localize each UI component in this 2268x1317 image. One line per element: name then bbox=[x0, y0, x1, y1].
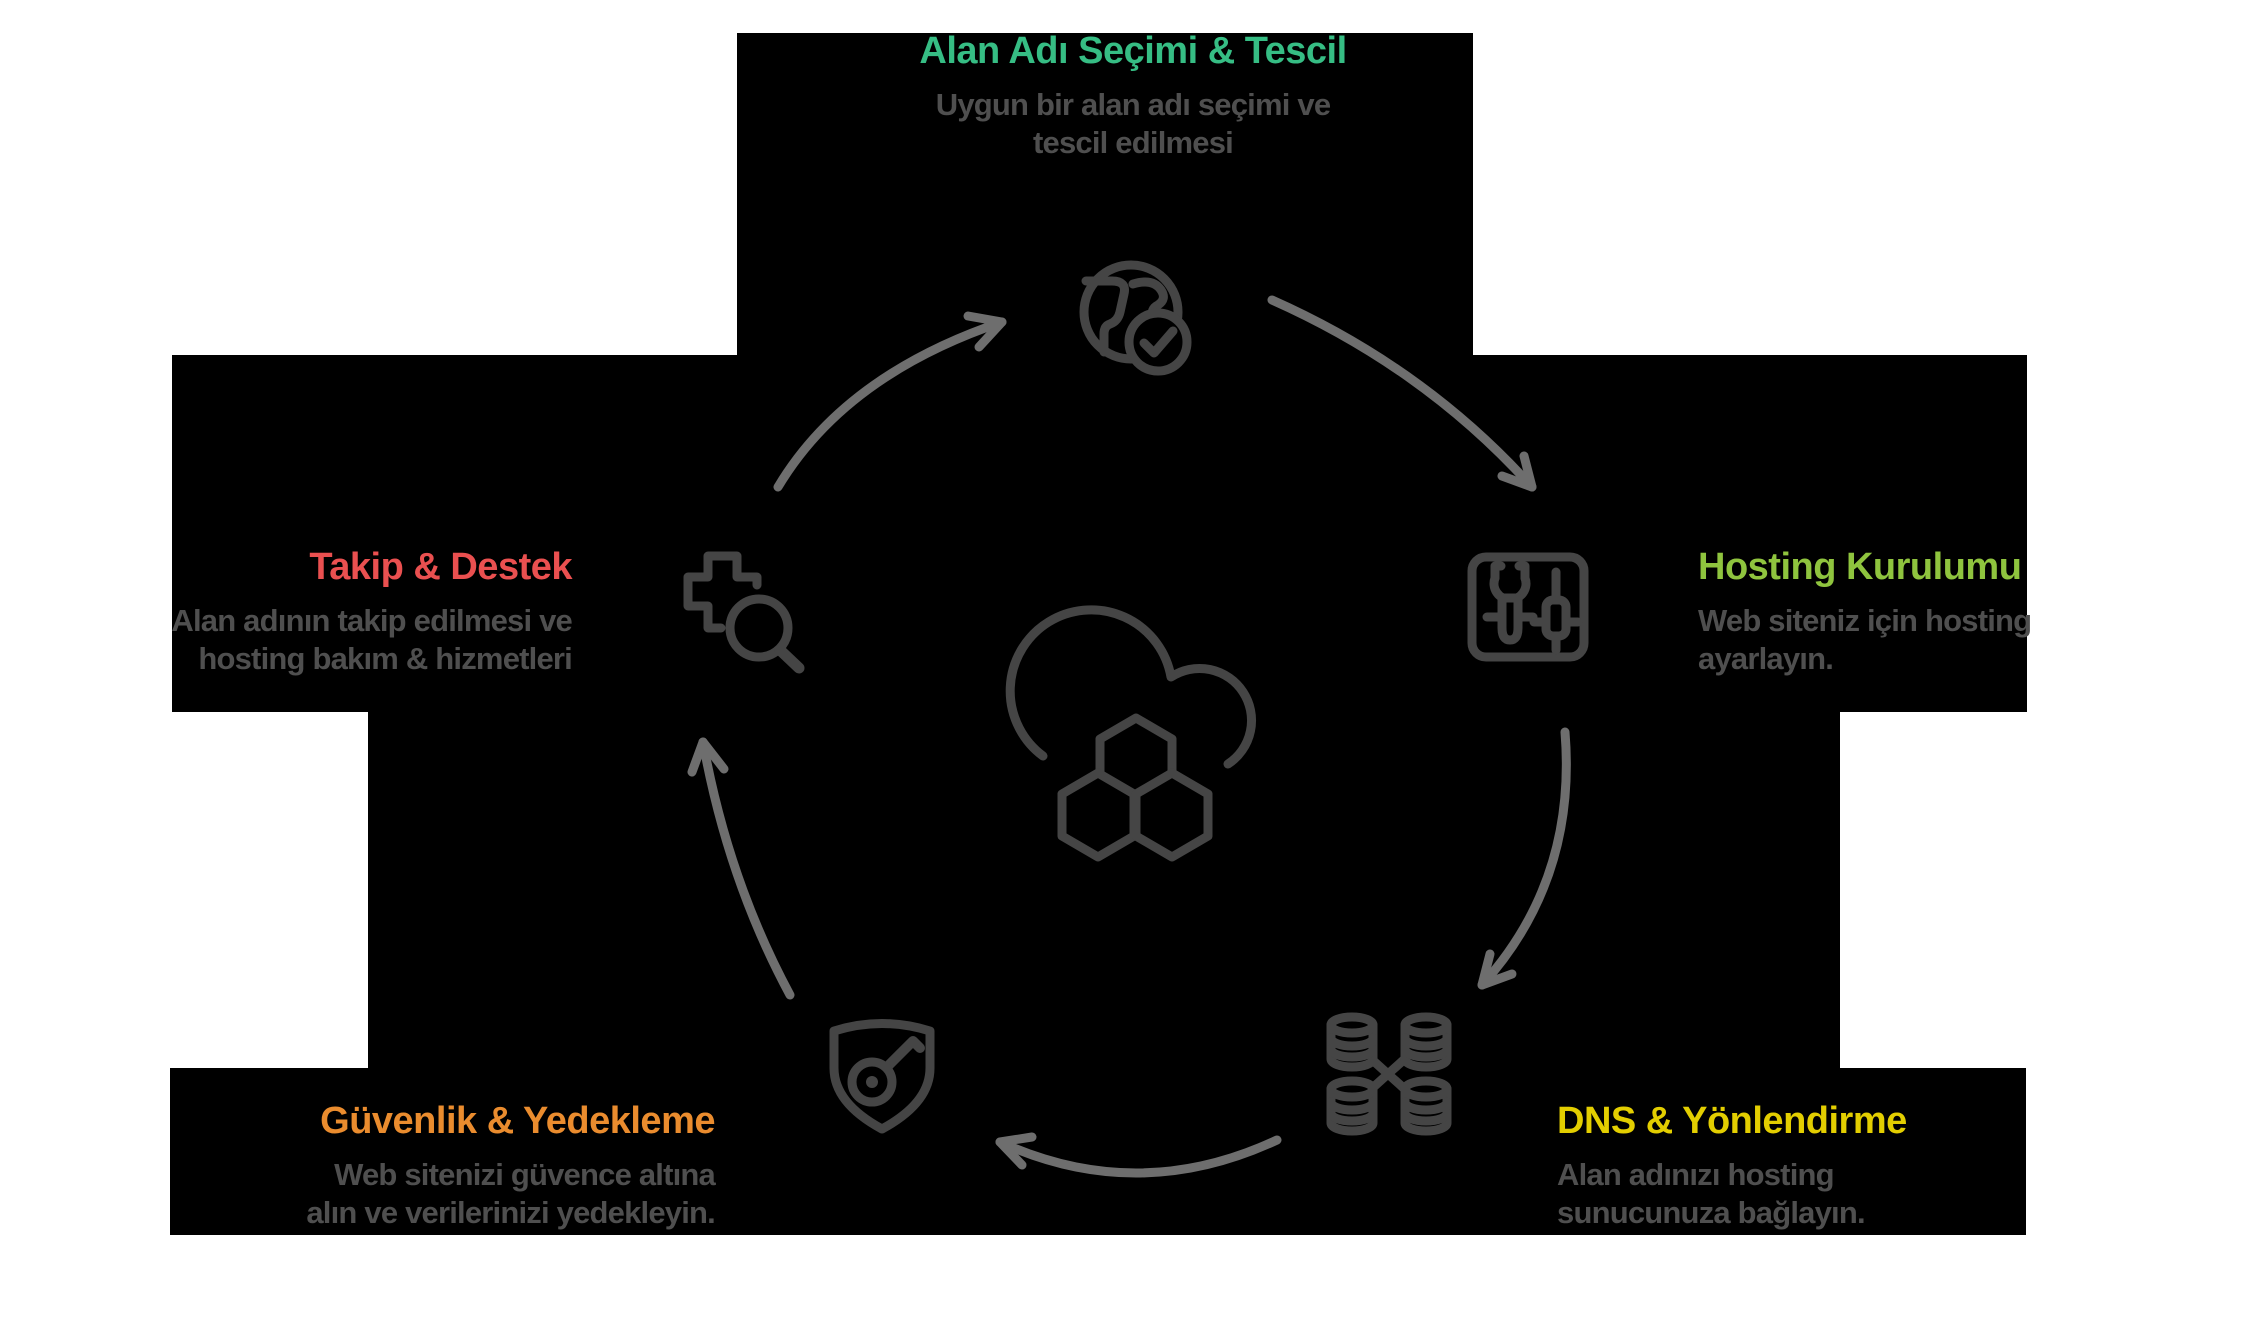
step-subtitle-support: Alan adının takip edilmesi ve hosting ba… bbox=[171, 603, 572, 676]
step-title-hosting: Hosting Kurulumu bbox=[1698, 546, 2022, 588]
shield-key-icon bbox=[829, 1019, 935, 1134]
background-panel-top bbox=[737, 33, 1473, 355]
step-block-domain: Alan Adı Seçimi & Tescil Uygun bir alan … bbox=[783, 28, 1483, 162]
arrow-security-to-support bbox=[687, 737, 795, 1000]
arrow-hosting-to-dns bbox=[1477, 727, 1571, 990]
step-subtitle-hosting: Web siteniz için hosting ayarlayın. bbox=[1698, 603, 2032, 676]
arrow-dns-to-security bbox=[995, 1132, 1282, 1178]
globe-check-icon bbox=[1079, 260, 1192, 376]
db-cylinder-top-right bbox=[1400, 1012, 1452, 1072]
step-block-hosting: Hosting Kurulumu Web siteniz için hostin… bbox=[1698, 544, 2118, 678]
db-cylinder-bottom-left bbox=[1326, 1076, 1378, 1136]
step-title-dns: DNS & Yönlendirme bbox=[1557, 1100, 1907, 1142]
step-subtitle-security: Web sitenizi güvence altına alın ve veri… bbox=[306, 1157, 715, 1230]
tools-panel-icon bbox=[1467, 552, 1589, 662]
background-panel-center bbox=[368, 355, 1840, 1068]
arrow-support-to-domain bbox=[773, 311, 1007, 492]
database-network-icon bbox=[1326, 1012, 1452, 1136]
step-block-dns: DNS & Yönlendirme Alan adınızı hosting s… bbox=[1557, 1098, 1997, 1232]
db-cylinder-bottom-right bbox=[1400, 1076, 1452, 1136]
step-block-support: Takip & Destek Alan adının takip edilmes… bbox=[148, 544, 572, 678]
db-cylinder-top-left bbox=[1326, 1012, 1378, 1072]
background-panel-bottom bbox=[170, 1068, 2026, 1235]
step-title-support: Takip & Destek bbox=[309, 546, 572, 588]
arrow-domain-to-hosting bbox=[1267, 295, 1537, 492]
step-title-domain: Alan Adı Seçimi & Tescil bbox=[919, 30, 1347, 72]
plus-magnifier-icon bbox=[683, 551, 805, 674]
step-subtitle-domain: Uygun bir alan adı seçimi ve tescil edil… bbox=[935, 87, 1331, 160]
step-subtitle-dns: Alan adınızı hosting sunucunuza bağlayın… bbox=[1557, 1157, 1866, 1230]
cloud-hexagons-icon bbox=[1005, 605, 1256, 862]
step-title-security: Güvenlik & Yedekleme bbox=[320, 1100, 715, 1142]
step-block-security: Güvenlik & Yedekleme Web sitenizi güvenc… bbox=[290, 1098, 715, 1232]
